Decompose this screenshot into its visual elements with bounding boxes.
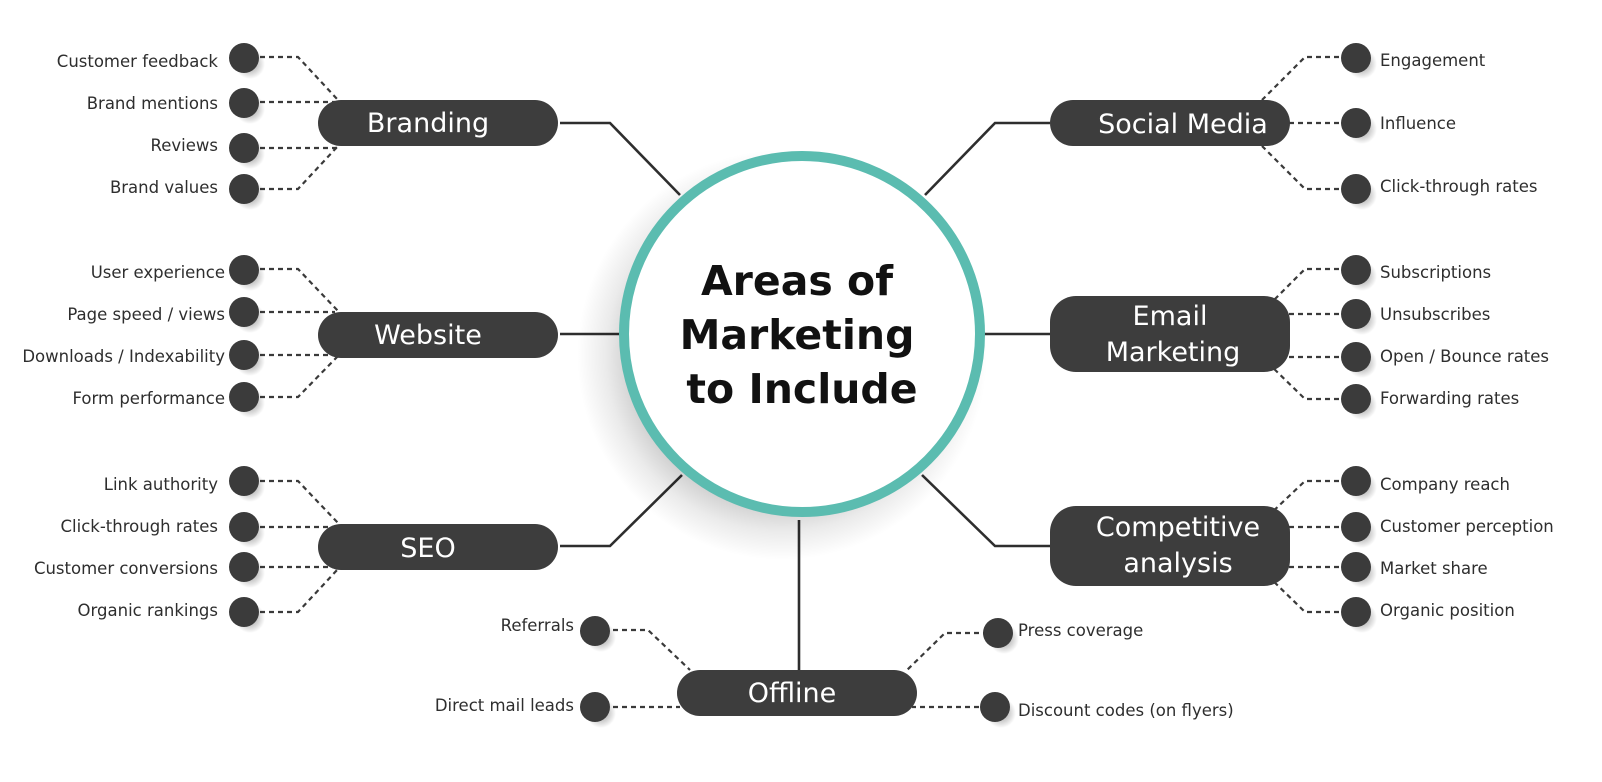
leaf-label: Link authority [104, 475, 218, 494]
leaf-dot [229, 43, 259, 73]
leaf-label: Discount codes (on flyers) [1018, 701, 1234, 720]
dashed-links-offline [604, 628, 988, 709]
leaf-label: Subscriptions [1380, 263, 1491, 282]
hub-pill-seo [318, 524, 558, 570]
hub-pill-social-media [1050, 100, 1290, 146]
leaf-dot [580, 692, 610, 722]
hub-label-competitive-line-2: analysis [1123, 548, 1232, 579]
leaf-label: Press coverage [1018, 621, 1143, 640]
leaf-dot [1341, 466, 1371, 496]
leaf-dot [229, 340, 259, 370]
dashed-links-seo [260, 479, 339, 614]
dashed-links-social [1261, 55, 1348, 191]
hub-label-branding: Branding [367, 108, 489, 139]
dashed-links-website [260, 267, 339, 399]
center-title-line-3: to Include [686, 365, 917, 413]
leaf-dot [229, 174, 259, 204]
leaf-dot [1341, 512, 1371, 542]
leaf-label: User experience [91, 263, 225, 282]
leaf-label: Form performance [73, 389, 225, 408]
leaf-dot [1341, 299, 1371, 329]
leaf-dot [580, 616, 610, 646]
leaf-label: Downloads / Indexability [22, 347, 225, 366]
leaf-dot [983, 618, 1013, 648]
leaf-label: Organic rankings [78, 601, 218, 620]
branch-social-media: Social Media Engagement Influence Click-… [1050, 43, 1537, 210]
leaf-dot [229, 382, 259, 412]
leaf-dot [229, 133, 259, 163]
leaf-dot [1341, 255, 1371, 285]
leaf-dot [229, 597, 259, 627]
leaf-label: Company reach [1380, 475, 1510, 494]
hub-pill-website [318, 312, 558, 358]
leaf-dot [229, 88, 259, 118]
leaf-dot [1341, 174, 1371, 204]
hub-label-email-line-2: Marketing [1106, 337, 1241, 368]
dashed-links-email [1267, 267, 1348, 401]
hub-label-website: Website [374, 320, 482, 351]
center-circle [619, 151, 985, 517]
leaf-label: Referrals [501, 616, 574, 635]
leaf-dot [1341, 384, 1371, 414]
leaf-label: Unsubscribes [1380, 305, 1490, 324]
leaf-label: Page speed / views [67, 305, 225, 324]
leaf-label: Open / Bounce rates [1380, 347, 1549, 366]
leaf-label: Customer perception [1380, 517, 1554, 536]
connector-competitive [921, 474, 1050, 548]
leaf-dot [1341, 43, 1371, 73]
hub-pill-email-marketing [1050, 296, 1290, 372]
leaf-label: Customer feedback [57, 52, 219, 71]
leaf-dot [229, 466, 259, 496]
hub-label-offline: Offline [748, 678, 837, 709]
branch-competitive-analysis: Competitive analysis Company reach Custo… [1050, 466, 1554, 633]
hub-pill-offline [677, 670, 917, 716]
leaf-label: Direct mail leads [435, 696, 574, 715]
center-title-line-1: Areas of [701, 257, 894, 305]
branch-offline: Offline Referrals Direct mail leads Pres… [435, 616, 1234, 728]
leaf-dot [1341, 108, 1371, 138]
leaf-dot [1341, 597, 1371, 627]
hub-pill-branding [318, 100, 558, 146]
leaf-label: Brand mentions [87, 94, 218, 113]
leaf-label: Forwarding rates [1380, 389, 1519, 408]
leaf-label: Influence [1380, 114, 1456, 133]
leaf-dot [229, 255, 259, 285]
hub-label-email-line-1: Email [1133, 301, 1208, 332]
branch-website: Website User experience Page speed / vie… [22, 255, 558, 418]
branch-branding: Branding Customer feedback Brand mention… [57, 43, 558, 210]
hub-label-social-media: Social Media [1098, 109, 1268, 140]
branch-email-marketing: Email Marketing Subscriptions Unsubscrib… [1050, 255, 1549, 420]
hub-label-competitive-line-1: Competitive [1096, 512, 1260, 543]
leaf-label: Brand values [110, 178, 218, 197]
branch-seo: SEO Link authority Click-through rates C… [34, 466, 558, 633]
leaf-dot [229, 297, 259, 327]
dashed-links-branding [260, 55, 339, 191]
dashed-links-competitive [1267, 479, 1348, 614]
leaf-label: Engagement [1380, 51, 1486, 70]
connector-social [924, 121, 1050, 196]
leaf-dot [229, 512, 259, 542]
leaf-label: Organic position [1380, 601, 1515, 620]
leaf-dot [1341, 342, 1371, 372]
center-node: Areas of Marketing to Include [577, 150, 987, 560]
hub-label-seo: SEO [400, 533, 455, 564]
leaf-dot [1341, 552, 1371, 582]
connector-branding [560, 121, 681, 196]
hub-pill-competitive-analysis [1050, 506, 1290, 586]
leaf-dot [980, 692, 1010, 722]
leaf-label: Reviews [151, 136, 218, 155]
leaf-label: Market share [1380, 559, 1488, 578]
leaf-label: Click-through rates [1380, 177, 1537, 196]
center-title-line-2: Marketing [680, 311, 915, 359]
leaf-label: Customer conversions [34, 559, 218, 578]
leaf-label: Click-through rates [61, 517, 218, 536]
leaf-dot [229, 552, 259, 582]
